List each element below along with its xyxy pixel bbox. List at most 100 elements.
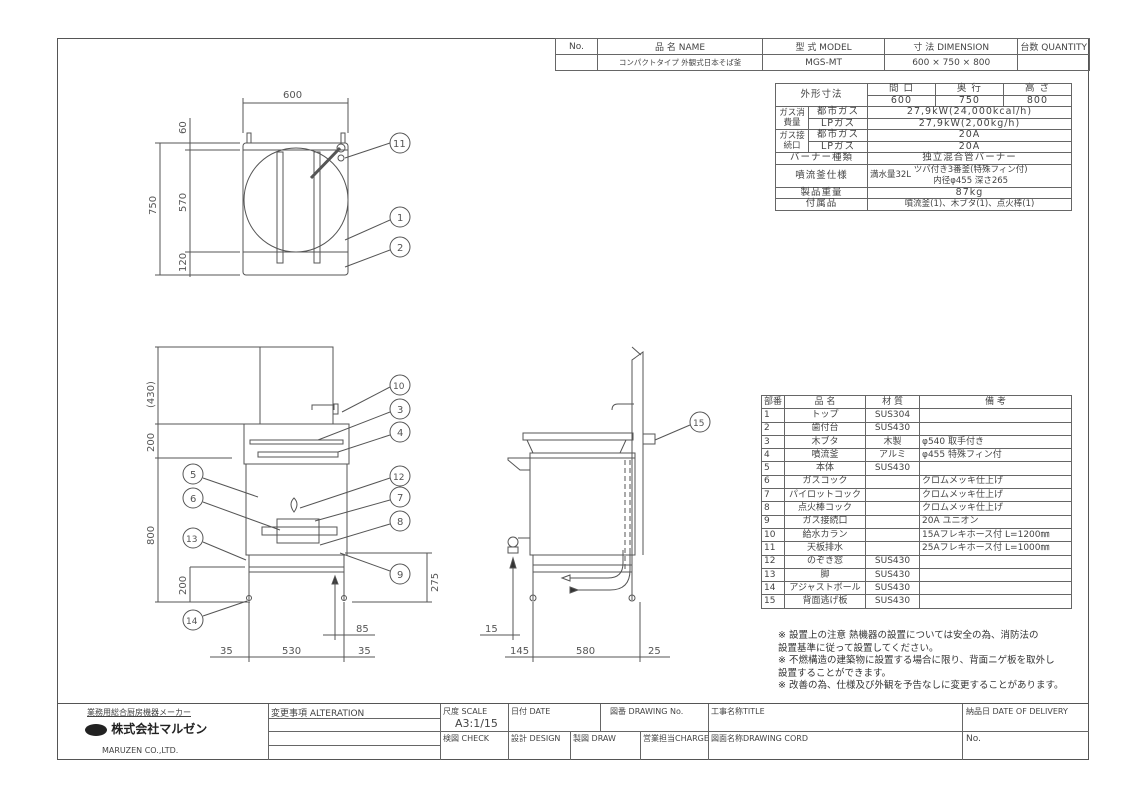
part-material	[865, 474, 921, 490]
pot-label: 噴流釜仕様	[775, 163, 868, 188]
city-gas-label: 都市ガス	[808, 129, 868, 142]
col-header: 品 名	[784, 394, 867, 410]
callout-8: 8	[319, 510, 411, 546]
part-no: 4	[760, 448, 786, 463]
part-remarks: 25Aフレキホース付 L=1000㎜	[919, 541, 1072, 556]
svg-text:25: 25	[648, 646, 661, 657]
col-header: 備 考	[919, 394, 1072, 410]
note-line: ※ 不燃構造の建築物に設置する場合に限り、背面ニゲ板を取外し	[778, 655, 1055, 667]
pot-spec-1: ツバ付き3番釜(特殊フィン付)	[913, 164, 1028, 175]
notes: ※ 設置上の注意 熱機器の設置については安全の為、消防法の 設置基準に従って設置…	[778, 630, 1064, 693]
front-view: (430) 200 800 200 275 85 35 530 35 10 3 …	[146, 346, 441, 662]
model-label: 型 式 MODEL	[762, 38, 886, 55]
part-remarks: クロムメッキ仕上げ	[919, 474, 1072, 490]
depth-label: 奥 行	[934, 83, 1004, 96]
part-no: 12	[760, 554, 786, 569]
part-material: アルミ	[865, 448, 921, 463]
callout-15: 15	[654, 411, 711, 441]
outer-dim-label: 外形寸法	[775, 83, 868, 107]
burner-value: 独立混合管バーナー	[866, 152, 1073, 165]
alteration-label: 変更事項 ALTERATION	[271, 709, 365, 719]
part-material	[865, 501, 921, 516]
part-name: 脚	[784, 567, 867, 583]
gas-consumption-label: ガス消費量	[775, 106, 809, 130]
svg-text:10: 10	[393, 382, 405, 392]
draw-label: 製図 DRAW	[573, 734, 616, 743]
callout-9: 9	[339, 552, 411, 585]
part-no: 13	[760, 567, 786, 583]
part-no: 8	[760, 501, 786, 516]
part-material: SUS430	[865, 594, 921, 609]
part-no: 5	[760, 461, 786, 476]
no-label: No.	[554, 38, 599, 55]
pot-spec-2: 内径φ455 深さ265	[933, 175, 1009, 186]
company-name-en: MARUZEN CO.,LTD.	[102, 746, 179, 755]
quantity-value	[1017, 54, 1090, 71]
col-header: 材 質	[865, 394, 921, 410]
no-label: No.	[966, 734, 981, 744]
callout-4: 4	[337, 421, 411, 453]
svg-text:750: 750	[148, 196, 159, 215]
spec-table: 外形寸法 間 口 奥 行 高 さ 600 750 800 ガス消費量 都市ガス …	[775, 83, 1073, 211]
part-material	[865, 488, 921, 503]
part-name: 噴流釜	[784, 448, 867, 463]
lp-gas-label: LPガス	[808, 117, 868, 130]
dimension-label: 寸 法 DIMENSION	[884, 38, 1019, 55]
svg-text:12: 12	[393, 473, 404, 483]
accessories-label: 付属品	[775, 198, 868, 211]
svg-text:15: 15	[485, 624, 498, 635]
part-name: のぞき窓	[784, 554, 867, 569]
callout-12: 12	[299, 465, 411, 509]
part-remarks	[919, 408, 1072, 423]
part-material: SUS430	[865, 581, 921, 596]
inlet-city: 20A	[866, 129, 1073, 142]
date-label: 日付 DATE	[511, 707, 551, 716]
part-remarks: 20A ユニオン	[919, 514, 1072, 529]
design-label: 設計 DESIGN	[511, 734, 561, 743]
height-value: 800	[1002, 94, 1073, 107]
part-material: SUS430	[865, 421, 921, 436]
callout-6: 6	[182, 487, 281, 531]
callout-11: 11	[344, 132, 411, 159]
svg-text:200: 200	[146, 433, 157, 452]
part-remarks: クロムメッキ仕上げ	[919, 501, 1072, 516]
pot-volume: 満水量32L	[869, 170, 912, 180]
model-value: MGS-MT	[762, 54, 886, 71]
part-name: ガス接続口	[784, 514, 867, 529]
svg-text:7: 7	[397, 493, 403, 504]
part-name: 天板排水	[784, 541, 867, 556]
part-material: SUS430	[865, 567, 921, 583]
part-name: トップ	[784, 408, 867, 423]
company-name-jp: 株式会社マルゼン	[111, 722, 208, 736]
accessories-value: 噴流釜(1)、木ブタ(1)、点火棒(1)	[866, 198, 1073, 211]
svg-text:570: 570	[178, 193, 189, 212]
maker-tagline: 業務用総合厨房機器メーカー	[87, 708, 191, 717]
quantity-label: 台数 QUANTITY	[1017, 38, 1090, 55]
title-block: 業務用総合厨房機器メーカー 株式会社マルゼン MARUZEN CO.,LTD. …	[57, 703, 1089, 761]
part-name: パイロットコック	[784, 488, 867, 503]
part-remarks: φ455 特殊フィン付	[919, 448, 1072, 463]
city-gas-label: 都市ガス	[808, 106, 868, 119]
width-value: 600	[866, 94, 936, 107]
svg-text:275: 275	[430, 573, 441, 592]
charge-label: 営業担当CHARGE	[643, 734, 709, 743]
svg-text:120: 120	[178, 253, 189, 272]
part-remarks	[919, 594, 1072, 609]
svg-text:(430): (430)	[146, 381, 157, 408]
part-material	[865, 514, 921, 529]
part-remarks	[919, 461, 1072, 476]
top-view: 600 750 60 570 120 11 1 2	[148, 90, 411, 277]
weight-value: 87kg	[866, 186, 1073, 199]
consumption-lp: 27,9kW(2,00kg/h)	[866, 117, 1073, 130]
svg-text:60: 60	[178, 121, 189, 134]
dimension-value: 600 × 750 × 800	[884, 54, 1019, 71]
callout-7: 7	[314, 486, 411, 522]
